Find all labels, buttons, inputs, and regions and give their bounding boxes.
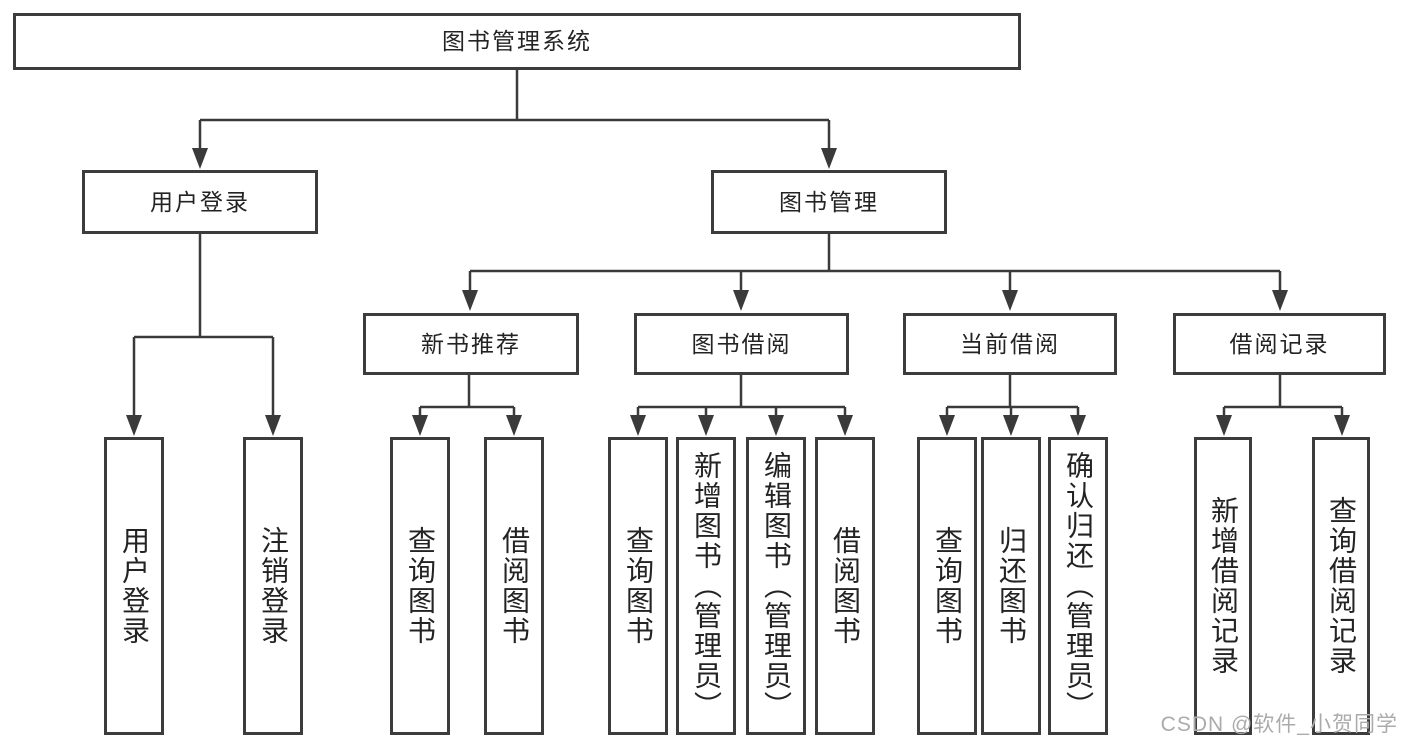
leaf-confirm-return-admin: 确认归还（管理员） [1048, 437, 1108, 735]
node-borrow-records-label: 借阅记录 [1229, 330, 1330, 357]
connector-user-login-children [132, 234, 275, 418]
node-library-system: 图书管理系统 [13, 13, 1021, 70]
leaf-borrow-books-label: 借阅图书 [830, 526, 861, 646]
node-current-borrow: 当前借阅 [903, 313, 1117, 375]
leaf-query-books-borrow-label: 查询图书 [623, 526, 654, 646]
node-book-borrow-label: 图书借阅 [691, 330, 792, 357]
leaf-query-books-current: 查询图书 [917, 437, 977, 735]
leaf-borrow-books-recommend-label: 借阅图书 [499, 526, 530, 646]
connector-root-to-level2 [198, 70, 831, 151]
connector-book-borrow-children [636, 375, 847, 418]
leaf-add-borrow-record: 新增借阅记录 [1194, 437, 1252, 735]
leaf-user-login-label: 用户登录 [119, 526, 150, 646]
leaf-query-books-borrow: 查询图书 [608, 437, 668, 735]
connector-current-borrow-children [945, 375, 1080, 418]
node-book-management-label: 图书管理 [779, 188, 879, 215]
node-borrow-records: 借阅记录 [1173, 313, 1386, 375]
leaf-logout-label: 注销登录 [258, 526, 289, 646]
node-library-system-label: 图书管理系统 [442, 28, 592, 54]
leaf-confirm-return-admin-label: 确认归还（管理员） [1063, 451, 1094, 721]
leaf-logout: 注销登录 [243, 437, 303, 735]
leaf-query-books-recommend-label: 查询图书 [405, 526, 436, 646]
leaf-query-books-current-label: 查询图书 [932, 526, 963, 646]
leaf-query-borrow-record-label: 查询借阅记录 [1326, 496, 1357, 676]
leaf-add-borrow-record-label: 新增借阅记录 [1208, 496, 1239, 676]
leaf-edit-books-admin-label: 编辑图书（管理员） [761, 451, 792, 721]
connector-book-management-sections [468, 234, 1282, 293]
node-book-management: 图书管理 [711, 170, 947, 234]
node-user-login: 用户登录 [82, 170, 318, 234]
node-current-borrow-label: 当前借阅 [960, 330, 1060, 357]
connector-borrow-records-children [1222, 375, 1344, 418]
node-book-borrow: 图书借阅 [634, 313, 849, 375]
arrowhead-icons [126, 148, 1350, 436]
node-user-login-label: 用户登录 [150, 188, 250, 215]
connector-new-book-children [418, 375, 516, 418]
leaf-return-books: 归还图书 [981, 437, 1041, 735]
leaf-borrow-books-recommend: 借阅图书 [484, 437, 544, 735]
leaf-edit-books-admin: 编辑图书（管理员） [746, 437, 806, 735]
leaf-query-books-recommend: 查询图书 [390, 437, 450, 735]
node-new-book-recommend-label: 新书推荐 [421, 330, 521, 357]
node-new-book-recommend: 新书推荐 [363, 313, 579, 375]
leaf-add-books-admin: 新增图书（管理员） [676, 437, 736, 735]
leaf-borrow-books: 借阅图书 [815, 437, 875, 735]
leaf-add-books-admin-label: 新增图书（管理员） [691, 451, 722, 721]
csdn-watermark: CSDN @软件_小贺同学 [1160, 713, 1398, 736]
leaf-return-books-label: 归还图书 [996, 526, 1027, 646]
leaf-user-login: 用户登录 [104, 437, 164, 735]
leaf-query-borrow-record: 查询借阅记录 [1312, 437, 1370, 735]
